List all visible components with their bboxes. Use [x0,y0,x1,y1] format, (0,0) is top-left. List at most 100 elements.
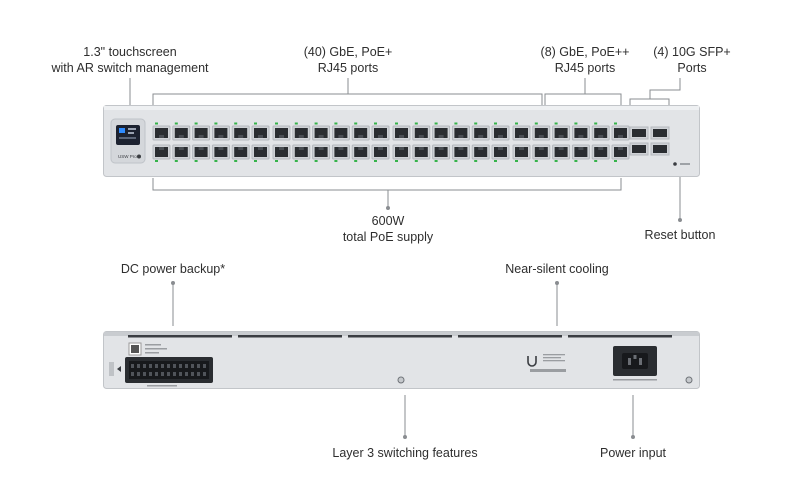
rj45-port [491,122,510,141]
port-led [395,122,398,125]
rj45-port [392,144,411,162]
rj45-port [192,144,211,162]
port-led [174,160,178,162]
rj45-port [211,144,230,162]
rj45-port [312,144,331,162]
rj45-port [172,144,191,162]
rj45-port [451,122,470,141]
rj45-port [471,144,490,162]
rj45-port [172,122,191,141]
port-led [474,160,478,162]
screw [685,376,693,384]
rj45-port [331,122,350,141]
rj45-port [471,122,490,141]
rj45-port [351,144,370,162]
cooling-callout-line1: Near-silent cooling [505,262,609,276]
port-led [515,122,518,125]
port-led [574,122,578,125]
rj45-port [532,122,551,141]
sfp-port [650,126,670,140]
ubiquiti-logo [527,356,537,367]
dc-backup-callout-line1: DC power backup* [120,262,226,276]
port-led [454,122,458,125]
rj45-port [571,122,590,141]
vent-slot [238,335,342,338]
rj45-port [351,122,370,141]
gbe-poe-plus-callout-line2: RJ45 ports [317,61,379,75]
rj45-port [432,122,451,141]
port-led [594,160,598,162]
port-led [574,160,578,162]
rj45-port [211,122,230,141]
rj45-port [552,144,571,162]
port-led [494,160,497,162]
reset-callout: Reset button [645,227,716,243]
port-led [314,160,318,162]
rj45-port [292,144,311,162]
port-led [275,122,278,125]
port-led [294,122,298,125]
gbe-poe-plusplus-callout-line1: (8) GbE, PoE++ [540,45,630,59]
port-led [354,122,358,125]
port-led [534,122,538,125]
sfp-callout: (4) 10G SFP+ Ports [653,44,730,76]
port-led [534,160,538,162]
port-led [515,160,518,162]
port-led [275,160,278,162]
power-input-callout: Power input [600,445,666,461]
screen-brand-label: USW Pro [118,154,137,159]
rj45-port [611,144,630,162]
rj45-port [312,122,331,141]
vent-slot [458,335,562,338]
port-led [254,122,257,125]
port-led [395,160,398,162]
rj45-port-array [152,122,630,162]
port-led [434,160,438,162]
sfp-port [629,126,649,140]
rj45-port [591,122,610,141]
port-led [554,122,558,125]
port-led [454,160,458,162]
gbe-poe-plus-callout-line1: (40) GbE, PoE+ [303,45,393,59]
port-led [194,160,198,162]
rj45-port [512,122,531,141]
port-led [554,160,558,162]
sfp-callout-line1: (4) 10G SFP+ [653,45,731,59]
sfp-port-array [629,126,670,156]
port-led [374,160,377,162]
poe-supply-callout-line1: 600W [371,214,405,228]
switch-back-panel [103,331,700,389]
reset-button [673,162,677,166]
port-led [614,122,617,125]
dc-backup-callout: DC power backup* [121,261,225,277]
layer3-callout-line1: Layer 3 switching features [332,446,478,460]
rj45-port [491,144,510,162]
port-led [414,122,418,125]
rj45-port [152,122,171,141]
port-led [194,122,198,125]
vent-slot [348,335,452,338]
port-led [314,122,318,125]
rj45-port [192,122,211,141]
rj45-port [611,122,630,141]
rj45-port [292,122,311,141]
rj45-port [432,144,451,162]
rj45-port [272,144,291,162]
reset-callout-line1: Reset button [644,228,716,242]
compliance-marks [530,369,566,372]
rj45-port [591,144,610,162]
rj45-port [412,122,431,141]
gbe-poe-plusplus-callout: (8) GbE, PoE++ RJ45 ports [541,44,630,76]
port-led [334,122,338,125]
port-led [294,160,298,162]
port-led [594,122,598,125]
port-led [234,122,238,125]
sfp-callout-line2: Ports [677,61,707,75]
port-led [155,122,158,125]
port-led [414,160,418,162]
rj45-port [512,144,531,162]
poe-supply-bracket [152,178,622,191]
touchscreen-callout-line2: with AR switch management [51,61,209,75]
poe-supply-callout: 600W total PoE supply [343,213,433,245]
rj45-port [331,144,350,162]
